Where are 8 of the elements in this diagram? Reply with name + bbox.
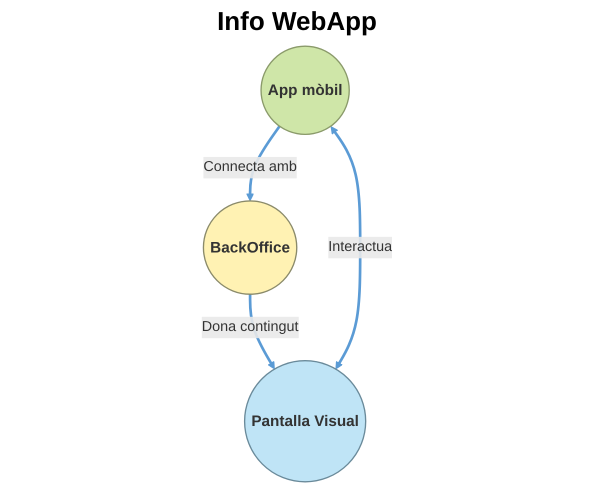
- arrow: [330, 126, 362, 370]
- node-circle: Pantalla Visual: [244, 360, 366, 482]
- diagram-title: Info WebApp: [216, 6, 378, 37]
- node-circle: BackOffice: [202, 200, 298, 295]
- edge-label: Interactua: [328, 239, 392, 255]
- edge-label: Connecta amb: [203, 160, 297, 175]
- node-circle: App mòbil: [260, 46, 350, 136]
- edge-label: Dona contingut: [202, 319, 299, 335]
